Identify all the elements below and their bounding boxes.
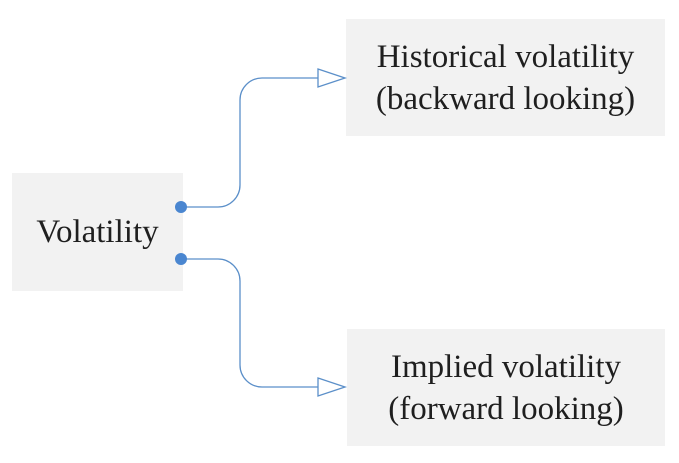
connector-dot-top-icon [175, 201, 187, 213]
arrowhead-implied-icon [317, 377, 348, 397]
root-node-volatility: Volatility [12, 173, 183, 291]
connector-dot-bottom-icon [175, 253, 187, 265]
root-node-label: Volatility [36, 214, 159, 250]
child-node-implied-volatility: Implied volatility (forward looking) [347, 329, 665, 446]
child-node-historical-volatility: Historical volatility (backward looking) [346, 19, 665, 136]
child-node-label-line2: (backward looking) [375, 80, 636, 117]
connector-to-historical [181, 77, 318, 208]
arrowhead-historical-icon [317, 68, 348, 88]
child-node-label-line1: Implied volatility [390, 348, 622, 385]
child-node-label-line2: (forward looking) [388, 390, 624, 427]
child-node-label-line1: Historical volatility [376, 38, 635, 75]
connector-to-implied [181, 258, 318, 388]
